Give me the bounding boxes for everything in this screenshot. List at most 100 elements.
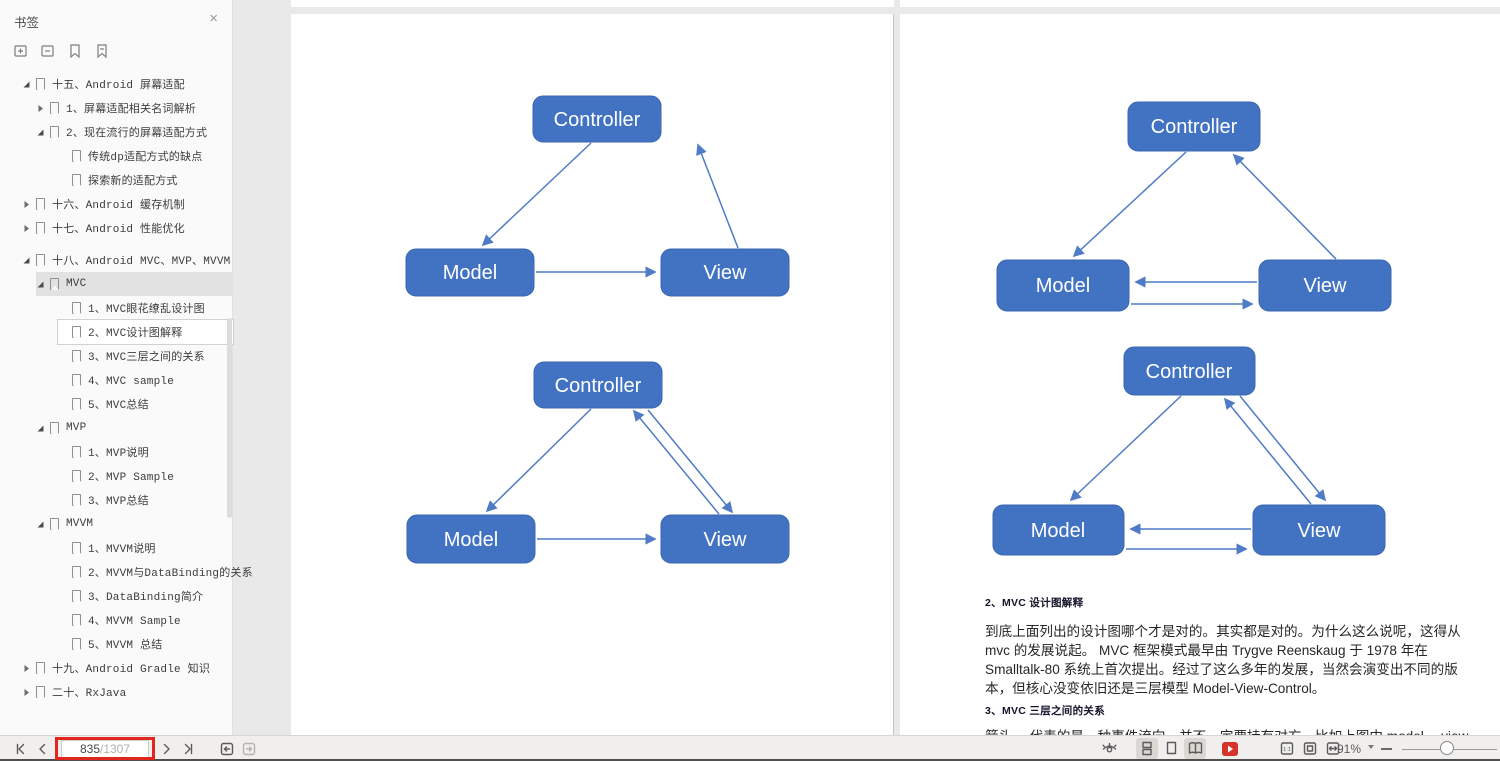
bookmark-label: 二十、RxJava [52, 688, 127, 700]
sidebar-scrollbar[interactable] [227, 318, 232, 518]
sidebar-item[interactable]: 1、屏幕适配相关名词解析 [36, 96, 233, 120]
sidebar-item[interactable]: 3、DataBinding简介 [58, 584, 233, 608]
sidebar-item[interactable]: 二十、RxJava [22, 680, 233, 704]
tree-collapsed-icon[interactable] [22, 687, 36, 697]
bookmark-label: 3、MVP总结 [88, 496, 149, 508]
bookmark-icon [36, 78, 45, 90]
sidebar-item[interactable]: 3、MVP总结 [58, 488, 233, 512]
sidebar-item[interactable]: 1、MVC眼花缭乱设计图 [58, 296, 233, 320]
expand-all-bookmarks-icon[interactable] [10, 40, 32, 62]
sidebar-item[interactable]: 5、MVVM 总结 [58, 632, 233, 656]
sidebar-item[interactable]: 2、MVC设计图解释 [57, 319, 234, 345]
node-controller: Controller [1146, 361, 1233, 383]
previous-page-icon[interactable] [32, 738, 54, 759]
page-number-input[interactable]: 835/1307 [61, 740, 149, 758]
bookmark-label: 5、MVC总结 [88, 400, 149, 412]
sidebar-item[interactable]: 3、MVC三层之间的关系 [58, 344, 233, 368]
current-page: 835 [79, 742, 100, 756]
sidebar-item[interactable]: 2、现在流行的屏幕适配方式 [36, 120, 233, 144]
tree-spacer [58, 447, 72, 457]
tree-expanded-icon[interactable] [22, 79, 36, 89]
fit-page-icon[interactable] [1299, 738, 1321, 759]
bookmark-icon [50, 278, 59, 290]
previous-view-icon[interactable] [216, 738, 238, 759]
reading-mode-eye-icon[interactable] [1098, 738, 1120, 759]
bookmark-icon [50, 126, 59, 138]
delete-bookmark-icon[interactable] [91, 40, 113, 62]
actual-size-icon[interactable]: 1:1 [1276, 738, 1298, 759]
fit-width-icon[interactable] [1322, 738, 1344, 759]
last-page-icon[interactable] [177, 738, 199, 759]
previous-page-sliver-right [900, 0, 1500, 7]
bookmark-icon [36, 222, 45, 234]
node-view: View [704, 262, 748, 284]
body-text-line: Smalltalk-80 系统上首次提出。经过了这么多年的发展，当然会演变出不同… [985, 662, 1458, 677]
close-icon[interactable]: × [209, 10, 218, 27]
tree-expanded-icon[interactable] [22, 255, 36, 265]
sidebar-item[interactable]: 5、MVC总结 [58, 392, 233, 416]
sidebar-item[interactable]: 1、MVVM说明 [58, 536, 233, 560]
zoom-dropdown-caret-icon[interactable] [1368, 745, 1374, 749]
sidebar-item[interactable]: 十七、Android 性能优化 [22, 216, 233, 240]
tree-collapsed-icon[interactable] [22, 223, 36, 233]
sidebar-item[interactable]: 4、MVVM Sample [58, 608, 233, 632]
node-view: View [1304, 275, 1348, 297]
tree-expanded-icon[interactable] [36, 279, 50, 289]
sidebar-item[interactable]: 十八、Android MVC、MVP、MVVM [22, 248, 233, 272]
bookmark-icon [50, 102, 59, 114]
sidebar-item[interactable]: 十六、Android 缓存机制 [22, 192, 233, 216]
bookmark-label: 十七、Android 性能优化 [52, 224, 185, 236]
tree-collapsed-icon[interactable] [22, 199, 36, 209]
tree-spacer [58, 151, 72, 161]
bookmark-label: 2、MVC设计图解释 [88, 328, 183, 340]
bookmark-icon [72, 590, 81, 602]
add-bookmark-icon[interactable] [64, 40, 86, 62]
bookmark-label: 3、DataBinding简介 [88, 592, 204, 604]
bookmark-icon [72, 326, 81, 338]
sidebar-item[interactable]: 2、MVP Sample [58, 464, 233, 488]
bottom-toolbar: 835/1307 1:1 91% [0, 735, 1500, 761]
zoom-level[interactable]: 91% [1337, 742, 1362, 756]
single-page-mode-icon[interactable] [1160, 738, 1182, 759]
sidebar-item[interactable]: 十五、Android 屏幕适配 [22, 72, 233, 96]
tree-expanded-icon[interactable] [36, 127, 50, 137]
tree-expanded-icon[interactable] [36, 519, 50, 529]
tree-expanded-icon[interactable] [36, 423, 50, 433]
sidebar-item[interactable]: 1、MVP说明 [58, 440, 233, 464]
next-view-icon[interactable] [238, 738, 260, 759]
sidebar-item[interactable]: 4、MVC sample [58, 368, 233, 392]
svg-text:1:1: 1:1 [1283, 747, 1291, 753]
zoom-slider-handle[interactable] [1440, 741, 1454, 755]
zoom-out-icon[interactable] [1381, 748, 1392, 750]
tree-spacer [58, 591, 72, 601]
next-page-icon[interactable] [155, 738, 177, 759]
first-page-icon[interactable] [10, 738, 32, 759]
bookmark-label: 4、MVVM Sample [88, 616, 181, 628]
pdf-page-left: Controller Model View Controller Model V… [291, 14, 894, 735]
document-viewport[interactable]: Controller Model View Controller Model V… [233, 0, 1500, 735]
sidebar-item[interactable]: 传统dp适配方式的缺点 [58, 144, 233, 168]
play-read-mode-icon[interactable] [1219, 738, 1241, 759]
continuous-scroll-mode-icon[interactable] [1136, 738, 1158, 759]
bookmark-icon [50, 518, 59, 530]
bookmark-icon [36, 198, 45, 210]
body-text-line: 到底上面列出的设计图哪个才是对的。其实都是对的。为什么这么说呢，这得从 [985, 624, 1461, 639]
bookmark-icon [72, 150, 81, 162]
sidebar-item[interactable]: 探索新的适配方式 [58, 168, 233, 192]
bookmark-icon [72, 446, 81, 458]
facing-page-mode-icon[interactable] [1184, 738, 1206, 759]
node-view: View [1298, 520, 1342, 542]
sidebar-item[interactable]: MVVM [36, 512, 233, 536]
sidebar-item[interactable]: MVP [36, 416, 233, 440]
tree-collapsed-icon[interactable] [22, 663, 36, 673]
tree-collapsed-icon[interactable] [36, 103, 50, 113]
bookmark-label: 2、MVVM与DataBinding的关系 [88, 568, 253, 580]
node-model: Model [443, 262, 497, 284]
sidebar-item[interactable]: 2、MVVM与DataBinding的关系 [58, 560, 253, 584]
sidebar-item[interactable]: MVC [36, 272, 233, 296]
collapse-all-bookmarks-icon[interactable] [37, 40, 59, 62]
sidebar-item[interactable]: 十九、Android Gradle 知识 [22, 656, 233, 680]
bookmarks-toolbar [10, 40, 113, 64]
bookmark-icon [72, 398, 81, 410]
